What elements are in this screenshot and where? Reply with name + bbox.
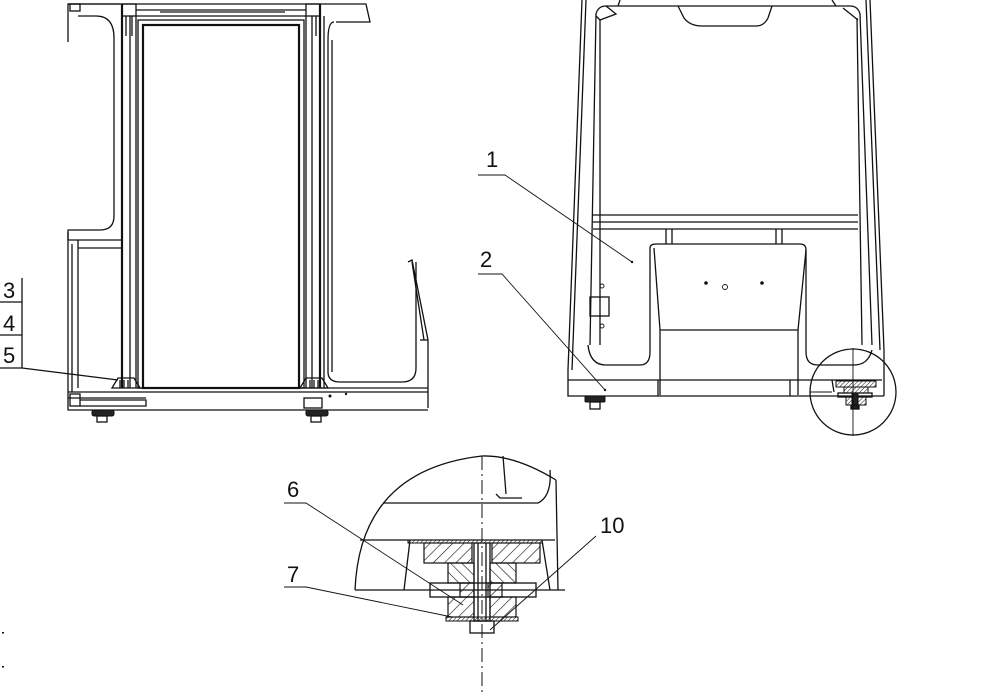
callout-2: 2 (478, 247, 607, 392)
detail-view (354, 455, 565, 695)
label-stack-3-4-5: 3 4 5 (0, 278, 119, 381)
callout-10: 10 (489, 513, 624, 631)
label-3: 3 (3, 278, 15, 303)
scan-mark (2, 632, 4, 634)
front-view (567, 0, 897, 436)
label-10: 10 (600, 513, 624, 538)
side-view (67, 3, 429, 423)
label-1: 1 (486, 147, 498, 172)
callout-6: 6 (284, 477, 464, 606)
scan-mark (2, 666, 4, 668)
label-6: 6 (287, 477, 299, 502)
callout-1: 1 (478, 147, 634, 264)
label-5: 5 (3, 343, 15, 368)
label-2: 2 (480, 247, 492, 272)
callout-7: 7 (284, 562, 453, 618)
label-4: 4 (3, 311, 15, 336)
label-7: 7 (287, 562, 299, 587)
